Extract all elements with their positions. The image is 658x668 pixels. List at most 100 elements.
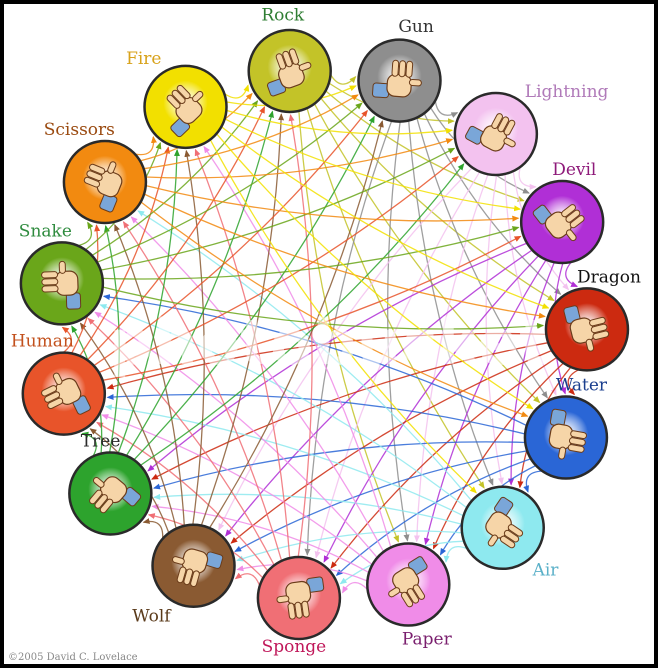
edge-scissors-beats-devil <box>145 184 520 222</box>
edge-human-beats-devil <box>102 235 522 381</box>
edge-devil-beats-air <box>508 262 555 486</box>
edge-gun-beats-air <box>408 120 494 486</box>
node-label-gun: Gun <box>398 17 434 37</box>
edge-water-beats-human <box>106 393 526 435</box>
edge-paper-beats-human <box>101 414 373 566</box>
node-tree: Tree <box>68 432 153 536</box>
node-label-rock: Rock <box>261 5 305 25</box>
edge-gun-beats-sponge <box>304 120 393 556</box>
node-wolf: Wolf <box>132 523 236 627</box>
edge-sponge-beats-snake <box>87 317 275 566</box>
edge-paper-beats-snake <box>94 311 378 559</box>
edge-scissors-beats-water <box>140 201 529 417</box>
node-snake: Snake <box>19 221 105 326</box>
edge-gun-beats-lightning <box>434 100 459 118</box>
edge-water-beats-air <box>523 470 543 493</box>
edge-sponge-beats-rock <box>288 114 313 558</box>
node-air: Air <box>460 485 560 581</box>
edge-air-beats-tree <box>153 493 463 525</box>
node-label-snake: Snake <box>19 221 72 241</box>
rock-hand-icon <box>266 48 312 97</box>
edge-tree-beats-lightning <box>139 163 465 467</box>
node-fire: Fire <box>126 49 228 150</box>
paper-hand-icon <box>388 556 428 608</box>
edge-dragon-beats-human <box>106 332 547 390</box>
edge-tree-beats-fire <box>117 149 180 454</box>
node-scissors: Scissors <box>44 120 148 225</box>
edge-devil-beats-paper <box>423 259 547 546</box>
edge-human-beats-snake <box>61 326 73 354</box>
air-hand-icon <box>485 496 524 549</box>
edge-human-beats-lightning <box>98 156 459 374</box>
sponge-hand-icon <box>276 576 325 620</box>
node-dragon: Dragon <box>544 267 641 372</box>
edge-lightning-beats-devil <box>518 166 537 190</box>
scissors-hand-icon <box>83 161 123 213</box>
node-rock: Rock <box>247 5 332 114</box>
edge-rock-beats-dragon <box>320 97 555 302</box>
edge-scissors-beats-fire <box>134 135 157 156</box>
edge-paper-beats-tree <box>151 503 370 574</box>
edge-rock-beats-water <box>313 103 541 404</box>
edge-fire-beats-rock <box>223 84 250 99</box>
edge-air-beats-paper <box>443 546 468 563</box>
edge-sponge-beats-wolf <box>234 572 261 587</box>
node-label-devil: Devil <box>552 160 596 180</box>
edge-snake-beats-devil <box>102 226 520 280</box>
edge-scissors-beats-dragon <box>143 193 546 319</box>
snake-hand-icon <box>41 260 82 310</box>
node-human: Human <box>11 332 107 436</box>
edge-fire-beats-devil <box>224 118 522 212</box>
copyright-text: ©2005 David C. Lovelace <box>8 652 138 663</box>
edge-lightning-beats-air <box>485 174 504 485</box>
human-hand-icon <box>41 372 91 415</box>
edge-wolf-beats-snake <box>79 322 177 529</box>
edge-water-beats-tree <box>153 441 526 490</box>
edge-dragon-beats-paper <box>432 362 564 550</box>
edge-water-beats-sponge <box>335 458 532 576</box>
edge-gun-beats-dragon <box>423 113 562 295</box>
gesture-nodes: RockGunLightningDevilDragonWaterAirPaper… <box>11 5 641 657</box>
edge-wolf-beats-fire <box>184 149 205 525</box>
edge-lightning-beats-wolf <box>218 167 473 531</box>
node-lightning: Lightning <box>453 82 609 177</box>
edge-lightning-beats-paper <box>413 173 489 543</box>
edge-devil-beats-tree <box>147 242 528 472</box>
node-sponge: Sponge <box>256 555 342 657</box>
beats-arrows <box>61 74 580 594</box>
node-label-tree: Tree <box>81 432 121 452</box>
node-devil: Devil <box>519 160 605 265</box>
edge-air-beats-snake <box>99 304 468 509</box>
edge-air-beats-scissors <box>137 210 473 502</box>
edge-water-beats-snake <box>102 294 527 427</box>
node-label-water: Water <box>556 376 608 396</box>
edge-lightning-beats-water <box>504 173 557 396</box>
edge-rock-beats-gun <box>329 74 357 85</box>
fire-hand-icon <box>166 84 204 138</box>
edge-paper-beats-fire <box>203 145 392 548</box>
edge-air-beats-human <box>104 404 464 517</box>
node-label-fire: Fire <box>126 49 161 69</box>
edge-wolf-beats-tree <box>142 518 164 539</box>
edge-air-beats-wolf <box>236 530 463 562</box>
edge-tree-beats-rock <box>125 110 274 457</box>
water-hand-icon <box>548 408 588 460</box>
edge-dragon-beats-wolf <box>230 349 553 544</box>
edge-paper-beats-scissors <box>130 216 385 553</box>
edge-fire-beats-water <box>216 133 534 410</box>
edge-tree-beats-scissors <box>104 225 120 453</box>
edge-dragon-beats-sponge <box>330 356 558 569</box>
edge-gun-beats-water <box>416 117 548 399</box>
node-label-air: Air <box>532 561 560 581</box>
rps15-diagram: photobucket RockGunLightningDevilDragonW… <box>8 5 641 663</box>
edge-water-beats-wolf <box>234 450 528 552</box>
wolf-hand-icon <box>172 548 224 588</box>
edge-fire-beats-dragon <box>221 126 550 309</box>
edge-fire-beats-lightning <box>226 109 453 135</box>
edge-devil-beats-dragon <box>565 261 579 288</box>
watermark-text: photobucket <box>109 306 549 379</box>
node-label-human: Human <box>11 332 74 352</box>
edge-sponge-beats-scissors <box>122 221 283 561</box>
devil-hand-icon <box>532 204 585 242</box>
